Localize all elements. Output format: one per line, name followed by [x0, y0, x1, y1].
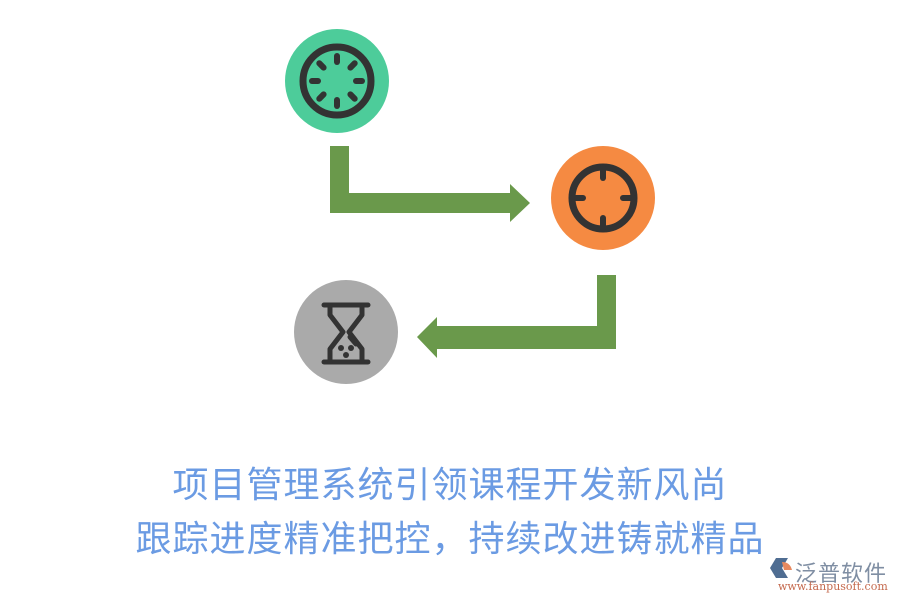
loading-spinner-icon [299, 43, 375, 119]
crosshair-target-icon [568, 163, 638, 233]
caption-line-1: 项目管理系统引领课程开发新风尚 [172, 465, 728, 506]
arrow-loading-to-target [330, 146, 530, 222]
fanpu-logo-icon [770, 558, 792, 578]
target-node [551, 146, 655, 250]
hourglass-node [294, 280, 398, 384]
hourglass-icon [321, 302, 371, 365]
arrow-target-to-hourglass [417, 275, 616, 358]
caption-line-2: 跟踪进度精准把控，持续改进铸就精品 [135, 519, 765, 560]
loading-node [285, 29, 389, 133]
watermark-name: 泛普软件 [795, 562, 888, 587]
watermark-url: www.fanpusoft.com [778, 580, 888, 593]
